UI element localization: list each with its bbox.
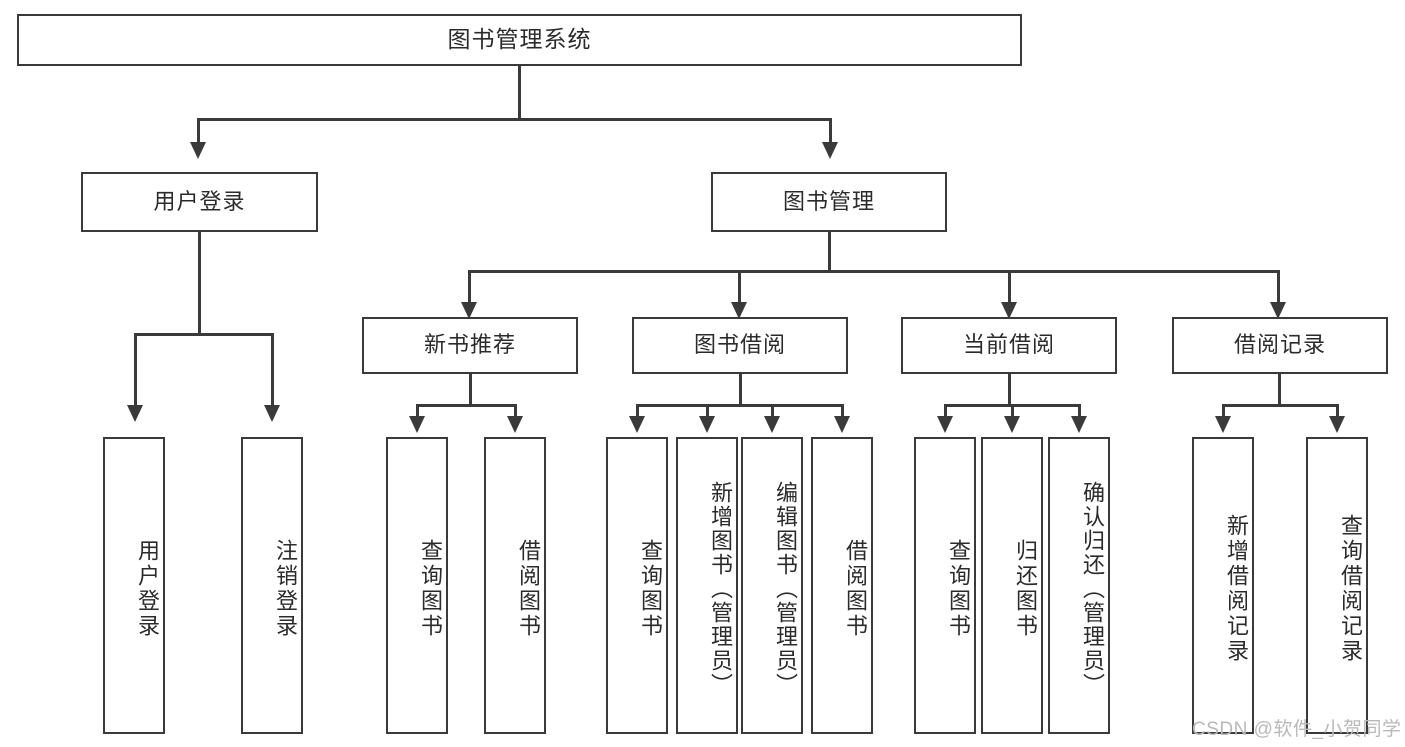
leaf-cb-confirm-return[interactable]: 确认归还（管理员） bbox=[1048, 437, 1110, 734]
arrow-to-book-manage bbox=[822, 142, 838, 159]
arrow-to-leaf-user-login bbox=[127, 405, 143, 422]
leaf-user-login[interactable]: 用户登录 bbox=[103, 437, 165, 734]
connector-bb-stem bbox=[739, 374, 742, 406]
leaf-label: 新增图书（管理员） bbox=[708, 480, 733, 697]
connector-user-login-stem bbox=[198, 232, 201, 335]
connector-cb-drop-2 bbox=[1011, 404, 1014, 416]
connector-user-login-drop-2 bbox=[271, 333, 274, 405]
connector-user-login-drop-1 bbox=[134, 333, 137, 405]
leaf-label: 确认归还（管理员） bbox=[1080, 480, 1105, 697]
leaf-cb-return-book[interactable]: 归还图书 bbox=[981, 437, 1043, 734]
leaf-bb-add-book[interactable]: 新增图书（管理员） bbox=[676, 437, 738, 734]
connector-nbr-drop-1 bbox=[416, 404, 419, 416]
leaf-bb-query-book[interactable]: 查询图书 bbox=[606, 437, 668, 734]
connector-br-drop-1 bbox=[1222, 404, 1225, 416]
arrow-to-leaf-br-add-record bbox=[1215, 416, 1231, 433]
connector-bm-drop-4 bbox=[1277, 270, 1280, 302]
connector-root-stem bbox=[518, 66, 521, 120]
connector-bb-drop-3 bbox=[771, 404, 774, 416]
leaf-nbr-borrow-book[interactable]: 借阅图书 bbox=[484, 437, 546, 734]
leaf-label: 查询图书 bbox=[638, 538, 663, 639]
leaf-label: 查询图书 bbox=[946, 538, 971, 639]
node-user-login[interactable]: 用户登录 bbox=[81, 172, 318, 232]
leaf-logout[interactable]: 注销登录 bbox=[241, 437, 303, 734]
arrow-to-book-borrow bbox=[731, 302, 747, 319]
connector-bb-drop-1 bbox=[636, 404, 639, 416]
arrow-to-leaf-cb-confirm-return bbox=[1071, 416, 1087, 433]
connector-br-stem bbox=[1278, 374, 1281, 406]
leaf-label: 查询借阅记录 bbox=[1338, 513, 1363, 664]
connector-root-bus bbox=[197, 118, 832, 121]
arrow-to-leaf-nbr-borrow-book bbox=[507, 416, 523, 433]
node-borrow-record[interactable]: 借阅记录 bbox=[1172, 317, 1388, 374]
leaf-label: 编辑图书（管理员） bbox=[773, 480, 798, 697]
node-book-manage[interactable]: 图书管理 bbox=[711, 172, 947, 232]
node-root-system[interactable]: 图书管理系统 bbox=[17, 14, 1022, 66]
arrow-to-leaf-bb-query-book bbox=[629, 416, 645, 433]
node-new-book-recommend[interactable]: 新书推荐 bbox=[362, 317, 578, 374]
arrow-to-leaf-logout bbox=[264, 405, 280, 422]
node-current-borrow[interactable]: 当前借阅 bbox=[901, 317, 1117, 374]
arrow-to-new-book-recommend bbox=[461, 302, 477, 319]
connector-nbr-stem bbox=[469, 374, 472, 406]
leaf-label: 注销登录 bbox=[273, 538, 298, 639]
connector-root-drop-left bbox=[197, 118, 200, 142]
connector-br-drop-2 bbox=[1336, 404, 1339, 416]
connector-cb-drop-3 bbox=[1078, 404, 1081, 416]
connector-bb-drop-2 bbox=[706, 404, 709, 416]
arrow-to-leaf-bb-borrow-book bbox=[834, 416, 850, 433]
connector-root-drop-right bbox=[829, 118, 832, 142]
leaf-label: 新增借阅记录 bbox=[1224, 513, 1249, 664]
leaf-br-query-record[interactable]: 查询借阅记录 bbox=[1306, 437, 1368, 734]
leaf-label: 借阅图书 bbox=[516, 538, 541, 639]
arrow-to-leaf-cb-return-book bbox=[1004, 416, 1020, 433]
leaf-label: 借阅图书 bbox=[843, 538, 868, 639]
connector-user-login-bus bbox=[134, 333, 274, 336]
connector-book-manage-stem bbox=[828, 232, 831, 272]
leaf-label: 用户登录 bbox=[135, 538, 160, 639]
connector-nbr-bus bbox=[416, 404, 517, 407]
arrow-to-leaf-bb-edit-book bbox=[764, 416, 780, 433]
connector-nbr-drop-2 bbox=[514, 404, 517, 416]
connector-bb-bus bbox=[636, 404, 842, 407]
connector-book-manage-bus bbox=[468, 270, 1280, 273]
arrow-to-leaf-nbr-query-book bbox=[409, 416, 425, 433]
connector-bm-drop-2 bbox=[738, 270, 741, 302]
leaf-cb-query-book[interactable]: 查询图书 bbox=[914, 437, 976, 734]
connector-br-bus bbox=[1222, 404, 1339, 407]
node-book-borrow[interactable]: 图书借阅 bbox=[632, 317, 848, 374]
leaf-label: 归还图书 bbox=[1013, 538, 1038, 639]
connector-bb-drop-4 bbox=[841, 404, 844, 416]
connector-cb-drop-1 bbox=[944, 404, 947, 416]
leaf-nbr-query-book[interactable]: 查询图书 bbox=[386, 437, 448, 734]
arrow-to-current-borrow bbox=[1001, 302, 1017, 319]
connector-cb-stem bbox=[1008, 374, 1011, 406]
connector-bm-drop-3 bbox=[1008, 270, 1011, 302]
arrow-to-user-login bbox=[190, 142, 206, 159]
connector-bm-drop-1 bbox=[468, 270, 471, 302]
leaf-bb-edit-book[interactable]: 编辑图书（管理员） bbox=[741, 437, 803, 734]
arrow-to-leaf-br-query-record bbox=[1329, 416, 1345, 433]
csdn-watermark: CSDN @软件_小贺同学 bbox=[1192, 719, 1402, 740]
arrow-to-leaf-bb-add-book bbox=[699, 416, 715, 433]
leaf-label: 查询图书 bbox=[418, 538, 443, 639]
leaf-bb-borrow-book[interactable]: 借阅图书 bbox=[811, 437, 873, 734]
arrow-to-borrow-record bbox=[1270, 302, 1286, 319]
leaf-br-add-record[interactable]: 新增借阅记录 bbox=[1192, 437, 1254, 734]
arrow-to-leaf-cb-query-book bbox=[937, 416, 953, 433]
